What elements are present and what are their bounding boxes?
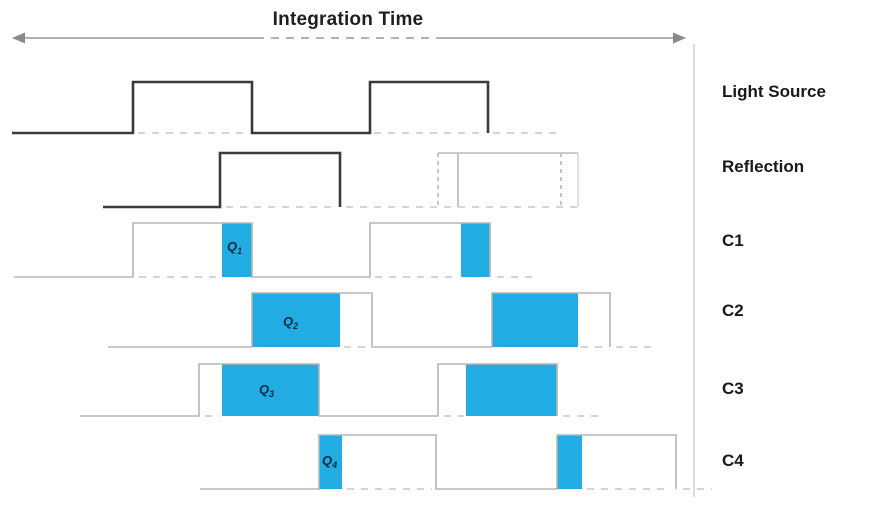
row-label-column: Light Source Reflection C1 C2 C3 C4 — [722, 82, 826, 470]
baseline-dashes — [138, 132, 712, 490]
charge-label-q4: Q4 — [322, 453, 337, 470]
charge-region-q1-b — [461, 223, 490, 277]
charge-regions — [222, 223, 582, 489]
diagram-title: Integration Time — [273, 9, 424, 30]
charge-region-q4-b — [557, 435, 582, 489]
charge-label-q2: Q2 — [283, 314, 298, 331]
charge-region-q1-a — [222, 223, 252, 277]
waveform-light-source — [12, 80, 490, 135]
charge-region-q3-a — [222, 364, 319, 416]
q2-symbol: Q — [283, 314, 293, 329]
charge-region-q2-a — [252, 293, 340, 347]
charge-label-q3: Q3 — [259, 382, 274, 399]
integration-time-arrow — [12, 32, 686, 44]
row-label-reflection: Reflection — [722, 157, 804, 176]
row-label-light-source: Light Source — [722, 82, 826, 101]
q1-symbol: Q — [227, 239, 237, 254]
q4-symbol: Q — [322, 453, 332, 468]
q3-subscript: 3 — [269, 389, 274, 399]
arrow-head-left-icon — [12, 32, 25, 44]
charge-label-q1: Q1 — [227, 239, 242, 256]
row-label-c1: C1 — [722, 231, 744, 250]
q3-symbol: Q — [259, 382, 269, 397]
row-label-c2: C2 — [722, 301, 744, 320]
charge-region-q2-b — [492, 293, 578, 347]
waveform-c2 — [108, 292, 611, 348]
row-label-c4: C4 — [722, 451, 744, 470]
row-label-c3: C3 — [722, 379, 744, 398]
waveform-reflection-ghost — [437, 152, 579, 207]
waveform-c4 — [200, 434, 677, 490]
charge-region-q4-a — [319, 435, 342, 489]
charge-region-q3-b — [466, 364, 557, 416]
q4-subscript: 4 — [331, 460, 337, 470]
waveform-c1 — [14, 222, 491, 278]
waveform-reflection — [103, 151, 342, 209]
q1-subscript: 1 — [237, 246, 242, 256]
waveform-c3 — [80, 363, 558, 417]
arrow-head-right-icon — [673, 32, 686, 44]
q2-subscript: 2 — [292, 321, 298, 331]
